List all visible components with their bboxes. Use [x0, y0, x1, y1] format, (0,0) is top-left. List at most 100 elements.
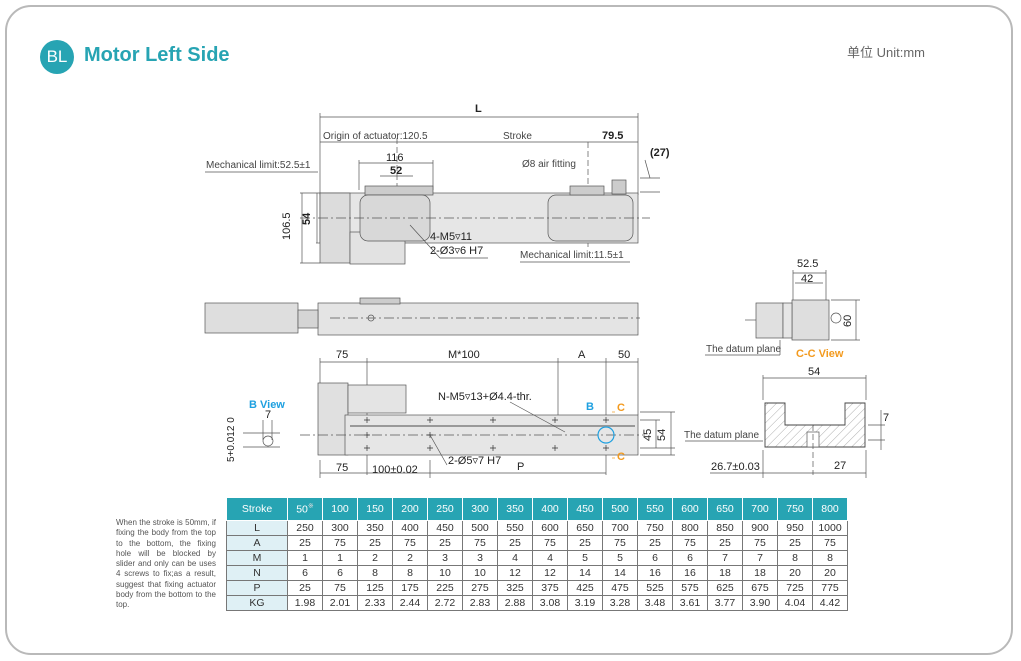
header-label: 550: [646, 503, 664, 515]
table-cell: 625: [707, 580, 743, 596]
cc-view-title: C-C View: [796, 348, 844, 360]
header-stroke-650: 650: [707, 497, 743, 521]
header-label: Stroke: [241, 503, 273, 515]
dim-116: 116: [386, 152, 404, 164]
table-cell: 2.88: [497, 595, 533, 611]
table-cell: 2.83: [462, 595, 498, 611]
table-cell: 375: [532, 580, 568, 596]
cc-datum-plane-label: The datum plane: [684, 430, 760, 441]
header-stroke-300: 300: [462, 497, 498, 521]
table-cell: 20: [812, 565, 848, 581]
unit-label: 单位 Unit:mm: [847, 45, 926, 60]
table-cell: 400: [392, 520, 428, 536]
dim-42: 42: [801, 273, 814, 285]
table-cell: 800: [672, 520, 708, 536]
header-label: 150: [366, 503, 384, 515]
table-cell: 14: [602, 565, 638, 581]
table-cell: 25: [357, 535, 393, 551]
table-cell: 275: [462, 580, 498, 596]
origin-label: Origin of actuator:120.5: [323, 131, 428, 142]
footnote-mark: ※: [307, 503, 314, 511]
row-header: N: [226, 565, 288, 581]
cc-dim-54: 54: [808, 366, 821, 378]
table-cell: 675: [742, 580, 778, 596]
table-cell: 3.08: [532, 595, 568, 611]
end-view-drawing: [705, 270, 860, 356]
table-cell: 75: [462, 535, 498, 551]
table-cell: 18: [707, 565, 743, 581]
dim-60: 60: [842, 314, 854, 327]
header-stroke-600: 600: [672, 497, 708, 521]
table-cell: 75: [392, 535, 428, 551]
table-cell: 75: [812, 535, 848, 551]
header-label: 650: [716, 503, 734, 515]
table-cell: 725: [777, 580, 813, 596]
header-label: 500: [611, 503, 629, 515]
table-cell: 775: [812, 580, 848, 596]
table-cell: 2.01: [322, 595, 358, 611]
header-stroke: Stroke: [226, 497, 288, 521]
table-cell: 75: [532, 535, 568, 551]
header-stroke-450: 450: [567, 497, 603, 521]
table-cell: 8: [777, 550, 813, 566]
table-cell: 550: [497, 520, 533, 536]
table-cell: 16: [637, 565, 673, 581]
table-cell: 4.42: [812, 595, 848, 611]
b-view-title: B View: [249, 399, 285, 411]
dim-L: L: [475, 103, 482, 115]
header-stroke-550: 550: [637, 497, 673, 521]
table-cell: 3.19: [567, 595, 603, 611]
table-cell: 25: [427, 535, 463, 551]
table-cell: 25: [287, 535, 323, 551]
header-label: 250: [436, 503, 454, 515]
mech-limit-left: Mechanical limit:52.5±1: [206, 160, 311, 171]
dim-79-5: 79.5: [602, 130, 624, 142]
dim-P: P: [517, 461, 525, 473]
table-cell: 6: [672, 550, 708, 566]
header-label: 350: [506, 503, 524, 515]
table-cell: 8: [812, 550, 848, 566]
table-cell: 3: [462, 550, 498, 566]
table-cell: 1.98: [287, 595, 323, 611]
thread-callout: 4-M5▿11: [430, 231, 473, 243]
dim-100: 100±0.02: [372, 464, 418, 476]
table-cell: 525: [637, 580, 673, 596]
table-cell: 850: [707, 520, 743, 536]
table-cell: 3.28: [602, 595, 638, 611]
dim-52: 52: [390, 165, 403, 177]
table-cell: 75: [742, 535, 778, 551]
table-cell: 18: [742, 565, 778, 581]
table-cell: 10: [427, 565, 463, 581]
header-stroke-50: 50※: [287, 497, 323, 521]
page-title: Motor Left Side: [84, 44, 230, 66]
header-label: 600: [681, 503, 699, 515]
table-cell: 750: [637, 520, 673, 536]
header-stroke-800: 800: [812, 497, 848, 521]
table-cell: 4.04: [777, 595, 813, 611]
table-cell: 25: [497, 535, 533, 551]
dim-75-bottom: 75: [336, 462, 349, 474]
header-stroke-750: 750: [777, 497, 813, 521]
table-cell: 25: [567, 535, 603, 551]
table-cell: 475: [602, 580, 638, 596]
datum-plane-label: The datum plane: [706, 344, 782, 355]
table-cell: 8: [392, 565, 428, 581]
b-view-tolerance: 5+0.012 0: [226, 417, 237, 462]
table-cell: 8: [357, 565, 393, 581]
mech-limit-right: Mechanical limit:11.5±1: [520, 250, 624, 261]
table-cell: 25: [637, 535, 673, 551]
table-cell: 425: [567, 580, 603, 596]
table-cell: 600: [532, 520, 568, 536]
header-stroke-200: 200: [392, 497, 428, 521]
dim-27: (27): [650, 147, 670, 159]
table-cell: 5: [567, 550, 603, 566]
cc-dim-27: 27: [834, 460, 847, 472]
dim-A: A: [578, 349, 586, 361]
row-header: KG: [226, 595, 288, 611]
table-cell: 450: [427, 520, 463, 536]
dim-45: 45: [642, 428, 654, 441]
